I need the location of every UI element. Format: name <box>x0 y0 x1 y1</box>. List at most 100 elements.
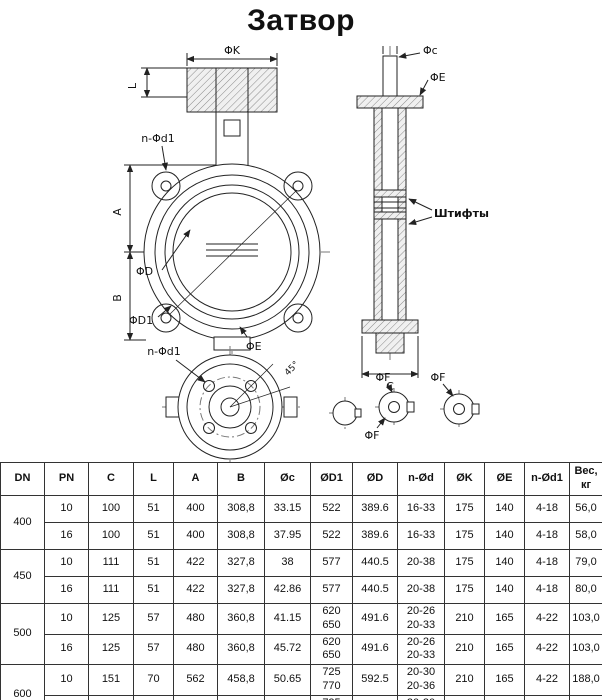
label-b: B <box>111 294 124 302</box>
cell-oe: 140 <box>484 549 525 577</box>
cell-od1: 577 <box>310 576 353 604</box>
cell-ves: 56,0 <box>569 495 602 523</box>
cell-pn: 10 <box>44 664 89 696</box>
cell-oc <box>264 694 311 700</box>
label-phi-f-3: ΦF <box>365 429 380 442</box>
col-od: ØD <box>352 462 398 496</box>
label-n-phi-d1-bottom: n-Φd1 <box>147 345 181 358</box>
cell-a: 562 <box>173 694 218 700</box>
col-nod: n-Ød <box>397 462 445 496</box>
table-row: 500 10 125 57 480 360,8 41.15 620 650 49… <box>0 603 602 665</box>
cell-ok: 175 <box>444 576 485 604</box>
cell-od: 389.6 <box>352 522 398 550</box>
cell-pn: 16 <box>44 694 89 700</box>
table-row: 16 100 51 400 308,8 37.95 522 389.6 16-3… <box>1 522 602 550</box>
cell-dn: 500 <box>0 603 45 665</box>
cell-ok: 175 <box>444 522 485 550</box>
cell-c: 125 <box>88 633 134 665</box>
label-phi-e-side: ΦE <box>430 71 446 84</box>
cell-od: 440.5 <box>352 549 398 577</box>
cell-b: 458,8 <box>217 694 265 700</box>
col-oe: ØE <box>484 462 525 496</box>
cell-ok: 210 <box>444 633 485 665</box>
valve-drawing-svg: ΦK L n-Φd1 A B ΦD ΦD1 ΦE <box>111 44 489 468</box>
col-od1: ØD1 <box>310 462 353 496</box>
table-head: DN PN C L A B Øc ØD1 ØD n-Ød ØK ØE n-Ød1… <box>0 462 602 496</box>
cell-nod: 20-26 20-33 <box>397 603 445 635</box>
cell-oc: 38 <box>264 549 311 577</box>
table-row: 16 151 70 562 458,8 725 770 592.5 20-30 … <box>1 694 602 700</box>
cell-oe: 140 <box>484 522 525 550</box>
cell-od: 491.6 <box>352 633 398 665</box>
cell-ok: 175 <box>444 549 485 577</box>
cell-a: 400 <box>173 495 218 523</box>
cell-a: 400 <box>173 522 218 550</box>
cell-ok: 210 <box>444 664 485 696</box>
cell-od1: 577 <box>310 549 353 577</box>
cell-pn: 10 <box>44 603 89 635</box>
cell-oe: 165 <box>484 603 525 635</box>
front-view: ΦK L n-Φd1 A B ΦD ΦD1 ΦE <box>111 44 332 354</box>
cell-nod1: 4-18 <box>524 549 570 577</box>
cell-od1: 620 650 <box>310 633 353 665</box>
cell-nod: 20-30 20-36 <box>397 694 445 700</box>
cell-od1: 522 <box>310 522 353 550</box>
col-l: L <box>133 462 174 496</box>
cell-c: 125 <box>88 603 134 635</box>
cell-b: 360,8 <box>217 603 265 635</box>
label-phi-f-2: ΦF <box>431 371 446 384</box>
col-ves: Вес, кг <box>569 462 602 496</box>
cell-ves: 58,0 <box>569 522 602 550</box>
col-oc: Øc <box>264 462 311 496</box>
cell-pn: 10 <box>44 495 89 523</box>
cell-b: 458,8 <box>217 664 265 696</box>
cell-od: 491.6 <box>352 603 398 635</box>
cell-b: 308,8 <box>217 495 265 523</box>
cell-pn: 16 <box>44 522 89 550</box>
cell-od: 592.5 <box>352 664 398 696</box>
label-pins: Штифты <box>434 207 489 220</box>
cell-dn: 400 <box>0 495 45 550</box>
cell-nod: 16-33 <box>397 495 445 523</box>
cell-oe: 165 <box>484 633 525 665</box>
shaft-section-views: ΦF ΦF ΦF <box>329 371 480 442</box>
cell-l: 57 <box>133 633 174 665</box>
cell-od1: 725 770 <box>310 694 353 700</box>
cell-oe: 165 <box>484 694 525 700</box>
cell-a: 422 <box>173 576 218 604</box>
cell-nod1: 4-18 <box>524 495 570 523</box>
cell-oc: 33.15 <box>264 495 311 523</box>
cell-b: 327,8 <box>217 576 265 604</box>
cell-l: 57 <box>133 603 174 635</box>
cell-od1: 725 770 <box>310 664 353 696</box>
col-dn: DN <box>0 462 45 496</box>
label-angle-45: 45° <box>283 360 301 378</box>
cell-l: 70 <box>133 694 174 700</box>
cell-c: 111 <box>88 576 134 604</box>
cell-oc: 50.65 <box>264 664 311 696</box>
label-l: L <box>126 82 139 89</box>
cell-ves: 103,0 <box>569 633 602 665</box>
cell-a: 562 <box>173 664 218 696</box>
cell-ves: 80,0 <box>569 576 602 604</box>
bottom-flange-view: n-Φd1 45° <box>147 345 301 468</box>
table-row: 600 10 151 70 562 458,8 50.65 725 770 59… <box>0 664 602 700</box>
cell-od1: 522 <box>310 495 353 523</box>
col-c: C <box>88 462 134 496</box>
cell-oc: 45.72 <box>264 633 311 665</box>
cell-nod: 20-38 <box>397 576 445 604</box>
cell-oc: 41.15 <box>264 603 311 635</box>
cell-nod1: 4-22 <box>524 633 570 665</box>
cell-a: 480 <box>173 603 218 635</box>
label-phi-f-1: ΦF <box>376 371 391 384</box>
cell-od: 592.5 <box>352 694 398 700</box>
col-b: B <box>217 462 265 496</box>
table-row: 400 10 100 51 400 308,8 33.15 522 389.6 … <box>0 495 602 550</box>
cell-l: 70 <box>133 664 174 696</box>
side-view: Φc ΦE Штифты C <box>356 44 489 393</box>
label-phi-d1: ΦD1 <box>129 314 153 327</box>
label-n-phi-d1-front: n-Φd1 <box>141 132 175 145</box>
table-row: 16 111 51 422 327,8 42.86 577 440.5 20-3… <box>1 576 602 604</box>
page-title: Затвор <box>247 4 355 37</box>
